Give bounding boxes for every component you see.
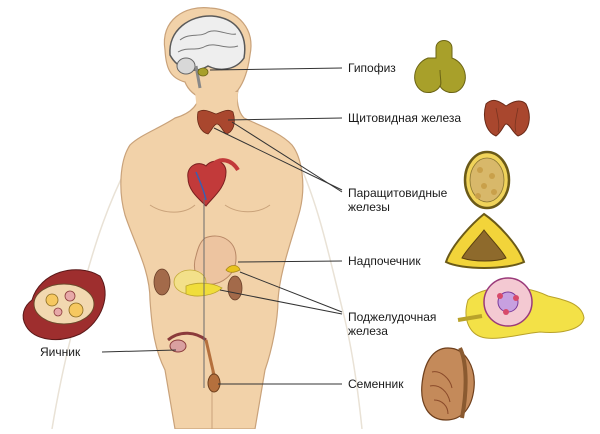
thyroid-detail [483,99,530,137]
leader-lines [101,67,343,385]
parathyroid-detail [463,150,511,210]
leader-parathyroid-b [231,121,343,193]
label-testis: Семенник [348,377,404,391]
adrenal-detail [444,212,526,269]
leader-parathyroid-a [213,127,343,191]
leader-thyroid [227,117,343,121]
label-ovary: Яичник [40,345,81,359]
reproductive-in-body [167,331,221,393]
pituitary-detail [414,40,466,93]
leader-ovary [101,349,177,353]
ovary-detail [22,269,106,340]
adrenal-in-body [225,265,241,273]
pancreas-detail [457,277,585,339]
heart [187,158,240,207]
pituitary-in-body [197,67,209,77]
label-thyroid: Щитовидная железа [348,111,462,125]
leader-pancreas-b [219,289,343,315]
leader-pituitary [209,67,343,71]
label-adrenal: Надпочечник [348,254,421,268]
label-pancreas: Поджелудочная железа [348,310,437,338]
brain [169,15,246,89]
leader-adrenal [237,260,343,263]
testis-detail [421,347,475,421]
label-pituitary: Гипофиз [348,61,396,75]
label-parathyroid: Паращитовидные железы [348,186,448,214]
leader-pancreas-a [239,271,343,313]
